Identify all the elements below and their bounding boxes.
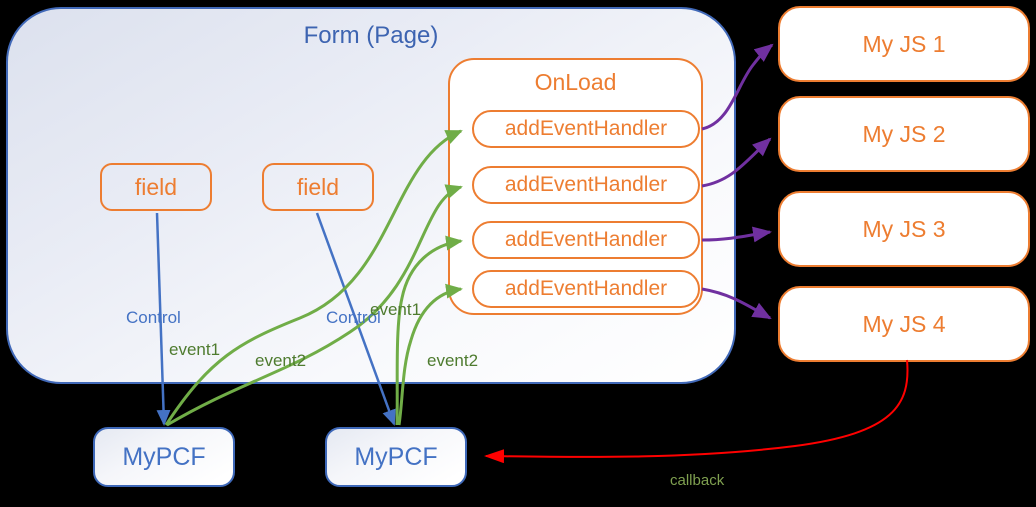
add-event-handler-label-4: addEventHandler [504, 277, 668, 300]
my-pcf-box-2: MyPCF [325, 427, 467, 487]
my-js-box-1: My JS 1 [778, 6, 1030, 82]
onload-container: OnLoad addEventHandler addEventHandler a… [448, 58, 703, 315]
edge-label-event2-b: event2 [427, 351, 479, 370]
add-event-handler-label-1: addEventHandler [504, 117, 668, 140]
my-js-box-2: My JS 2 [778, 96, 1030, 172]
my-js-box-3: My JS 3 [778, 191, 1030, 267]
add-event-handler-label-3: addEventHandler [504, 228, 668, 251]
field-box-2: field [262, 163, 374, 211]
field-box-1: field [100, 163, 212, 211]
my-js-label-4: My JS 4 [862, 310, 946, 337]
add-event-handler-box-4: addEventHandler [472, 270, 700, 308]
edge-label-control-1: Control [126, 308, 181, 327]
my-pcf-box-1: MyPCF [93, 427, 235, 487]
add-event-handler-label-2: addEventHandler [504, 173, 668, 196]
form-page-title: Form (Page) [303, 22, 439, 49]
edge-label-callback: callback [670, 472, 725, 489]
edge-label-event2-a: event2 [255, 351, 307, 370]
my-js-label-2: My JS 2 [862, 120, 946, 147]
my-js-label-3: My JS 3 [862, 215, 946, 242]
add-event-handler-box-2: addEventHandler [472, 166, 700, 204]
field-box-1-label: field [134, 173, 178, 200]
add-event-handler-box-3: addEventHandler [472, 221, 700, 259]
my-js-label-1: My JS 1 [862, 30, 946, 57]
onload-title: OnLoad [534, 69, 617, 95]
field-box-2-label: field [296, 173, 340, 200]
my-pcf-label-1: MyPCF [122, 442, 206, 471]
my-js-box-4: My JS 4 [778, 286, 1030, 362]
edge-label-event1-b: event1 [370, 300, 422, 319]
my-pcf-label-2: MyPCF [354, 442, 438, 471]
edge-label-event1-a: event1 [169, 340, 221, 359]
add-event-handler-box-1: addEventHandler [472, 110, 700, 148]
